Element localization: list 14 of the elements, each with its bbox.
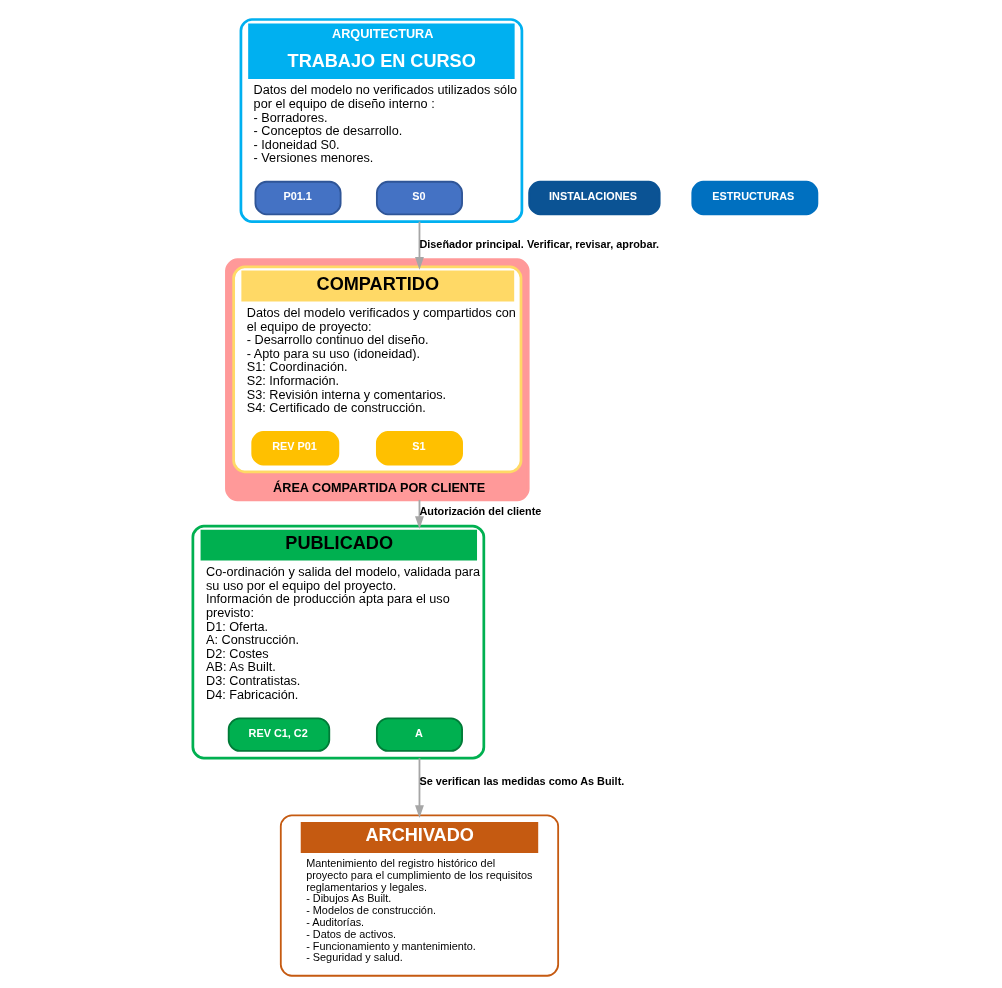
- node-box: ESTRUCTURAS: [690, 180, 818, 216]
- node-box: REV P01: [250, 431, 339, 466]
- edge-label: Diseñador principal. Verificar, revisar, aprobar.: [418, 238, 659, 251]
- node-box: P01.1: [254, 180, 342, 216]
- arrow: [414, 220, 424, 270]
- edge-label: Se verifican las medidas como As Built.: [418, 775, 624, 788]
- node-box: S0: [375, 180, 463, 216]
- node-box: A: [375, 717, 463, 752]
- node-box: S1: [375, 431, 463, 466]
- arrow: [414, 757, 424, 818]
- node-box: INSTALACIONES: [527, 180, 661, 216]
- node-box: ARCHIVADO Mantenimiento del registro histórico del proyecto para el cumplimiento de los requisitos reglamentarios y legales. - Dibujos As Built. - Modelos de construcción. - Auditorías. - Datos de activos. - Funcionamiento y mantenimiento. - Seguridad y salud.: [279, 814, 559, 977]
- edge-label: Autorización del cliente: [418, 504, 541, 517]
- node-box: REV C1, C2: [227, 717, 330, 752]
